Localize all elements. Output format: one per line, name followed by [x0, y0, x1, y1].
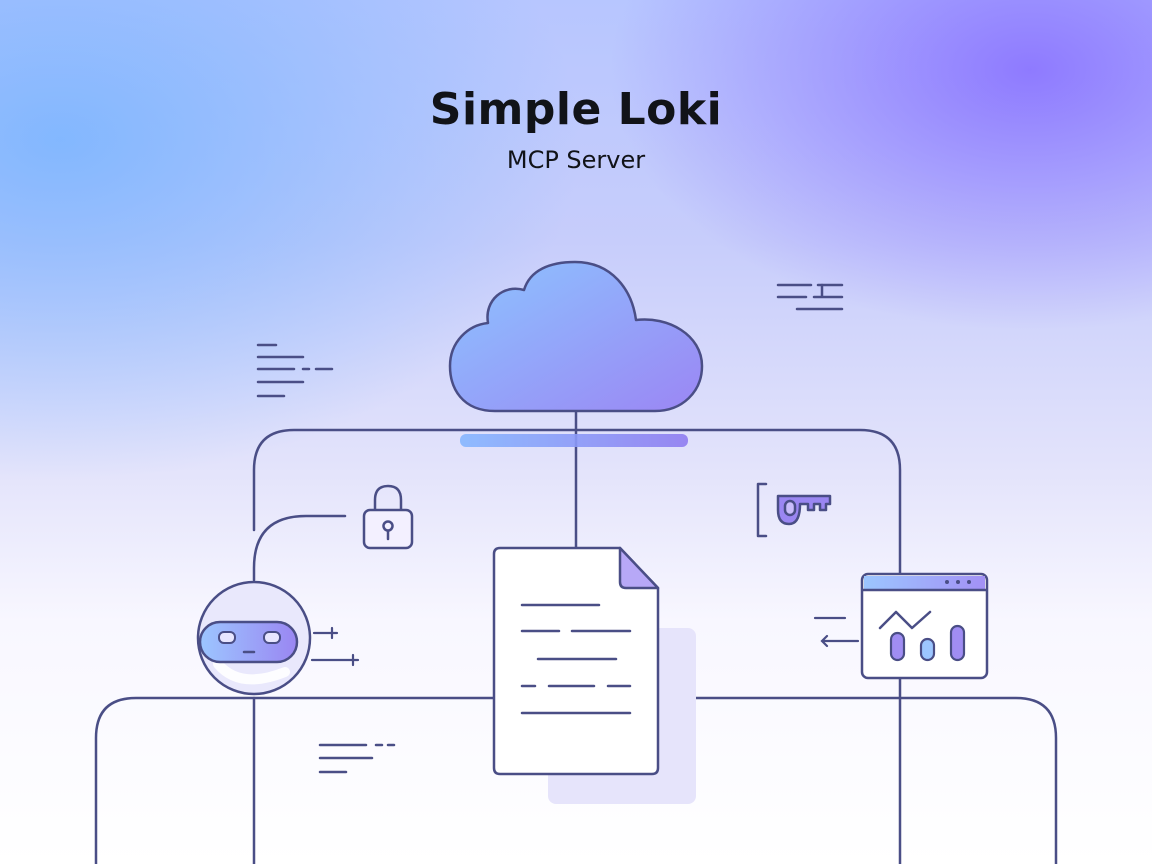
decorative-dashes-left	[256, 343, 334, 398]
key-icon	[756, 482, 832, 538]
dashboard-chart-icon	[860, 572, 989, 680]
document-icon	[492, 546, 660, 776]
lock-icon	[362, 484, 414, 550]
cloud-icon	[448, 260, 704, 413]
page-subtitle: MCP Server	[506, 146, 646, 174]
decorative-dashes-bottom	[318, 743, 396, 774]
lower-frame-line	[94, 696, 496, 864]
decorative-dashes-right	[776, 283, 844, 311]
cloud-shadow	[460, 434, 688, 447]
dashboard-input-arrows	[813, 616, 860, 648]
robot-to-lock-line	[252, 514, 347, 582]
robot-output-arrows	[310, 626, 360, 667]
page-title: Simple Loki	[429, 84, 723, 135]
robot-icon	[196, 580, 312, 696]
lower-frame-line-right	[656, 696, 1058, 864]
